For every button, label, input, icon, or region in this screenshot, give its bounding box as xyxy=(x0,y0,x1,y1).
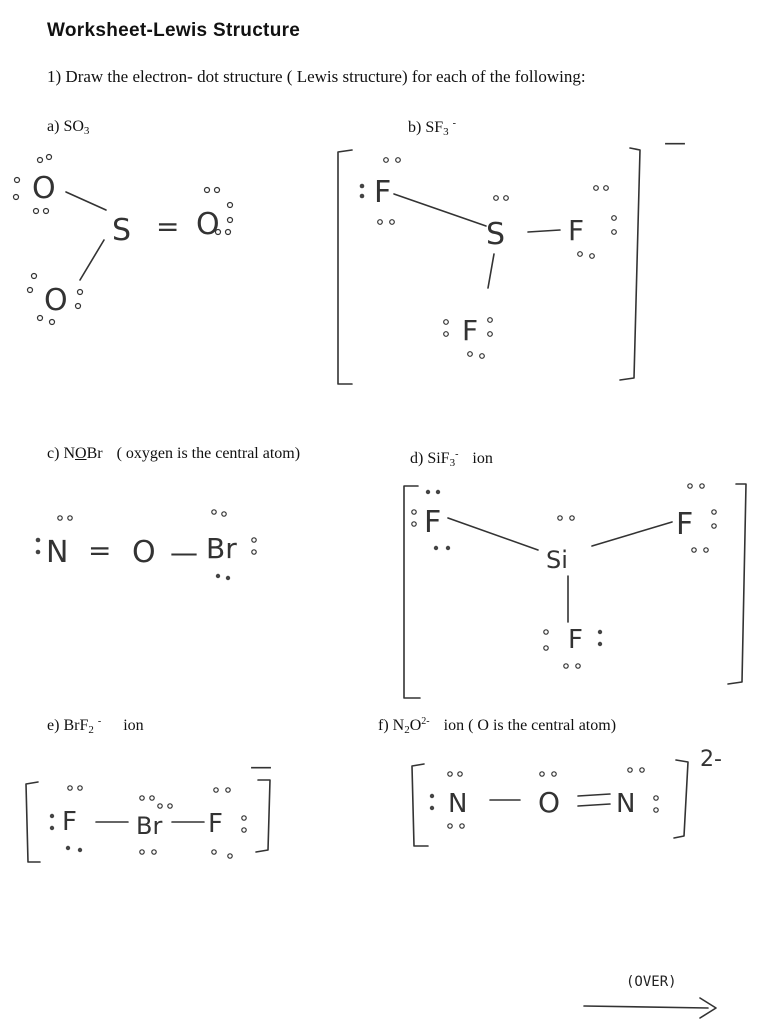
b-fluorine-bottom: F xyxy=(462,314,478,347)
b-fluorine-left: F xyxy=(374,175,391,210)
e-bromine: Br xyxy=(136,812,162,840)
d-fluorine-left: F xyxy=(424,505,441,540)
problem-f-formula: N xyxy=(392,717,405,734)
f-nitrogen-left: N xyxy=(448,789,467,819)
c-nitrogen: N xyxy=(46,535,68,570)
problem-b-subscript: 3 xyxy=(443,126,449,138)
e-bracket-right xyxy=(255,779,271,853)
b-bond-left xyxy=(393,193,487,227)
d-fluorine-bottom: F xyxy=(568,625,583,655)
c-double-bond: = xyxy=(88,534,111,567)
f-charge: 2- xyxy=(700,747,722,772)
d-silicon: Si xyxy=(546,546,568,574)
f-nitrogen-right: N xyxy=(616,789,635,819)
drawing-e-brf2: — F Br F xyxy=(25,755,272,863)
f-bond-double xyxy=(577,793,611,807)
problem-a-formula: SO xyxy=(63,118,84,135)
problem-d-prefix: d) xyxy=(410,450,428,467)
f-oxygen: O xyxy=(538,786,560,819)
a-bond-bottom xyxy=(79,239,105,281)
problem-c-note: ( oxygen is the central atom) xyxy=(116,445,301,462)
problem-b-charge: - xyxy=(452,118,456,129)
problem-a-prefix: a) xyxy=(47,118,64,135)
worksheet-title: Worksheet-Lewis Structure xyxy=(47,20,301,41)
over-arrow-icon xyxy=(583,997,717,1019)
problem-d-subscript: 3 xyxy=(449,457,456,469)
problem-e-suffix: ion xyxy=(123,717,144,734)
problem-d-label: d) SiF3- ion xyxy=(410,449,493,469)
problem-c-br: Br xyxy=(86,445,103,462)
b-fluorine-right: F xyxy=(568,214,584,247)
problem-d-formula: SiF xyxy=(427,450,450,467)
a-lone-pairs xyxy=(12,153,234,326)
problem-f-label: f) N2O2- ion ( O is the central atom) xyxy=(378,716,616,736)
problem-a-subscript: 3 xyxy=(83,125,90,137)
d-lone-pairs xyxy=(411,483,717,669)
d-bond-right xyxy=(591,521,673,547)
problem-e-formula: BrF xyxy=(63,717,89,734)
d-bracket-right xyxy=(727,483,747,685)
drawing-b-sf3: — F S F F xyxy=(337,131,686,385)
drawing-d-sif3: F Si F F xyxy=(403,483,747,699)
c-single-bond: — xyxy=(170,536,198,569)
problem-c-label: c) NOBr ( oxygen is the central atom) xyxy=(47,445,300,463)
problem-f-charge: 2- xyxy=(421,716,430,727)
f-bracket-right xyxy=(673,759,689,839)
problem-e-label: e) BrF2 - ion xyxy=(47,716,144,736)
drawing-c-nobr: N = O — Br xyxy=(35,509,257,581)
e-charge: — xyxy=(250,755,272,780)
d-bond-left xyxy=(447,517,539,551)
a-oxygen-right: O xyxy=(196,207,220,242)
problem-b-formula: SF xyxy=(425,119,444,136)
a-bond-top xyxy=(65,191,107,211)
drawing-a-so3: O S = O O xyxy=(12,153,234,326)
over-note: (OVER) xyxy=(626,974,677,990)
b-charge: — xyxy=(664,131,686,156)
problem-f-subscript: 2 xyxy=(404,724,410,736)
d-bracket-left xyxy=(403,485,421,699)
b-lone-pairs xyxy=(359,157,617,359)
e-bracket-left xyxy=(25,781,41,863)
b-bracket-right xyxy=(619,147,641,381)
problem-b-label: b) SF3 - xyxy=(408,118,456,138)
problem-d-charge: - xyxy=(455,449,459,460)
a-double-bond: = xyxy=(156,210,179,243)
b-bond-bottom xyxy=(487,253,495,289)
problem-f-prefix: f) xyxy=(378,717,393,734)
instruction-text: 1) Draw the electron- dot structure ( Le… xyxy=(47,67,586,86)
d-fluorine-right: F xyxy=(676,507,693,542)
c-lone-pairs xyxy=(35,509,257,581)
problem-e-prefix: e) xyxy=(47,717,64,734)
f-bracket-left xyxy=(411,763,429,847)
b-bracket-left xyxy=(337,149,353,385)
problem-b-prefix: b) xyxy=(408,119,426,136)
b-bond-right xyxy=(527,229,561,233)
b-sulfur: S xyxy=(486,217,505,252)
c-oxygen: O xyxy=(132,535,156,570)
c-bromine: Br xyxy=(206,532,237,565)
problem-a-label: a) SO3 xyxy=(47,118,89,137)
problem-f-suffix: ion ( O is the central atom) xyxy=(443,717,617,734)
a-oxygen-top: O xyxy=(32,171,56,206)
problem-c-prefix: c) xyxy=(47,445,64,462)
e-fluorine-right: F xyxy=(208,809,223,839)
problem-e-subscript: 2 xyxy=(88,724,94,736)
a-oxygen-bottom: O xyxy=(44,283,68,318)
e-lone-pairs xyxy=(49,785,247,859)
problem-e-charge: - xyxy=(97,716,102,727)
f-lone-pairs xyxy=(429,767,659,829)
problem-c-o: O xyxy=(75,445,87,462)
drawing-f-n2o: 2- N O N xyxy=(411,747,722,847)
problem-c-n: N xyxy=(63,445,75,462)
e-fluorine-left: F xyxy=(62,807,77,837)
problem-d-suffix: ion xyxy=(472,450,493,467)
a-sulfur: S xyxy=(112,213,131,248)
problem-f-o: O xyxy=(409,717,422,734)
